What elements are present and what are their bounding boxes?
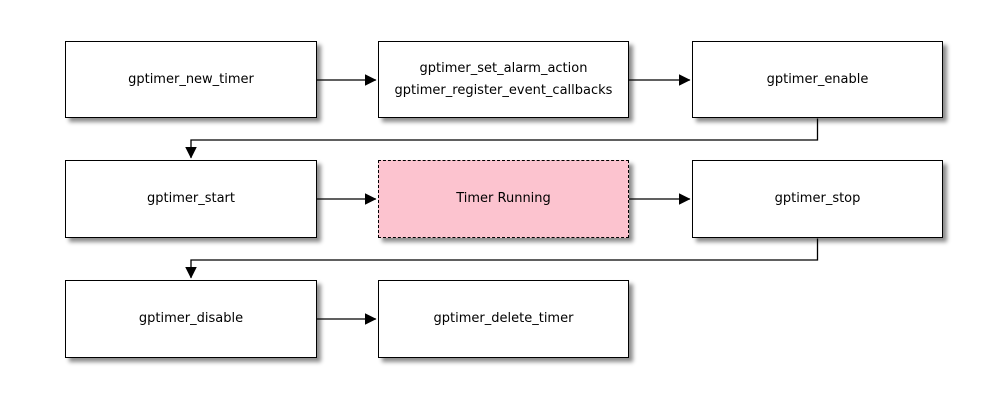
node-timer-running-state: Timer Running xyxy=(378,160,629,238)
node-gptimer-new-timer: gptimer_new_timer xyxy=(65,41,317,118)
node-gptimer-delete-timer: gptimer_delete_timer xyxy=(378,280,629,358)
node-label: gptimer_disable xyxy=(138,311,244,327)
node-gptimer-disable: gptimer_disable xyxy=(65,280,317,358)
node-label: gptimer_enable xyxy=(766,71,869,87)
connector-enable-to-start xyxy=(185,118,819,159)
node-label: gptimer_delete_timer xyxy=(433,311,574,327)
node-gptimer-enable: gptimer_enable xyxy=(692,41,943,118)
node-label-line1: gptimer_set_alarm_action xyxy=(419,61,588,77)
node-label: gptimer_stop xyxy=(774,191,861,207)
connector-stop-to-disable xyxy=(185,238,819,279)
node-gptimer-start: gptimer_start xyxy=(65,160,317,238)
node-label: Timer Running xyxy=(456,191,551,207)
node-label-line2: gptimer_register_event_callbacks xyxy=(394,82,613,98)
node-label: gptimer_new_timer xyxy=(128,71,254,87)
node-gptimer-set-alarm-action: gptimer_set_alarm_action gptimer_registe… xyxy=(378,41,629,118)
node-gptimer-stop: gptimer_stop xyxy=(692,160,943,238)
node-label: gptimer_start xyxy=(147,191,235,207)
